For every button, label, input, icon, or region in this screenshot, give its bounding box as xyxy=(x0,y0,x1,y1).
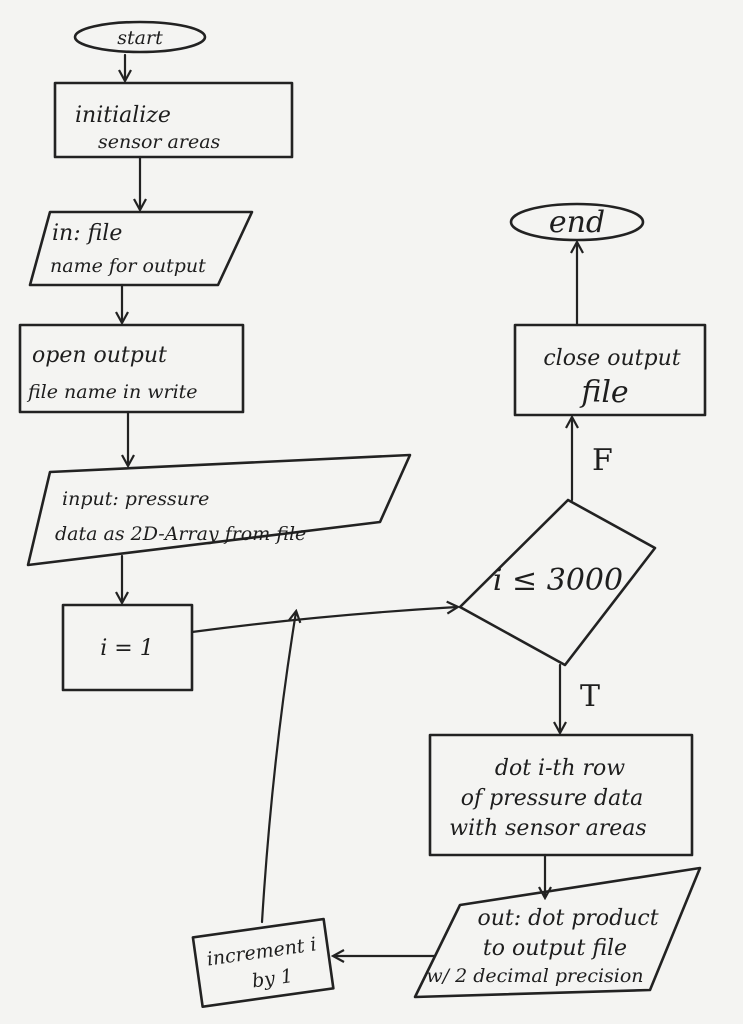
dot-line-1: dot i-th row xyxy=(495,756,625,781)
increment-line-1: increment i xyxy=(205,933,318,970)
open-file-line-2: file name in write xyxy=(26,381,198,403)
init-line-1: initialize xyxy=(75,103,171,128)
init-i-process: i = 1 xyxy=(61,603,194,692)
end-terminal: end xyxy=(509,202,645,242)
increment-process: increment i by 1 xyxy=(191,917,335,1008)
dot-product-process: dot i-th row of pressure data with senso… xyxy=(428,733,694,857)
increment-line-2: by 1 xyxy=(251,965,295,992)
input-filename-line-1: in: file xyxy=(52,221,122,246)
dot-line-3: with sensor areas xyxy=(449,816,646,841)
init-i-label: i = 1 xyxy=(100,636,153,661)
end-label: end xyxy=(549,205,605,240)
output-line-1: out: dot product xyxy=(477,906,658,931)
input-pressure-line-1: input: pressure xyxy=(62,488,209,510)
start-label: start xyxy=(117,27,163,49)
condition-label: i ≤ 3000 xyxy=(493,563,623,598)
arrow-init-i-to-condition xyxy=(190,607,457,634)
output-io: out: dot product to output file w/ 2 dec… xyxy=(413,866,702,999)
input-filename-io: in: file name for output xyxy=(28,210,254,287)
output-line-2: to output file xyxy=(483,936,627,961)
close-file-process: close output file xyxy=(513,323,707,417)
input-pressure-line-2: data as 2D-Array from file xyxy=(55,523,306,545)
condition-decision: i ≤ 3000 xyxy=(458,498,657,667)
open-file-process: open output file name in write xyxy=(18,323,245,414)
dot-line-2: of pressure data xyxy=(461,786,643,811)
init-line-2: sensor areas xyxy=(98,131,221,153)
start-terminal: start xyxy=(73,20,207,54)
close-file-line-1: close output xyxy=(543,346,680,371)
false-label: F xyxy=(592,443,613,478)
arrow-increment-loop xyxy=(260,612,296,924)
output-line-3: w/ 2 decimal precision xyxy=(426,965,643,987)
true-label: T xyxy=(580,679,600,714)
input-pressure-io: input: pressure data as 2D-Array from fi… xyxy=(26,453,412,567)
close-file-line-2: file xyxy=(579,375,628,410)
input-filename-line-2: name for output xyxy=(50,255,206,277)
initialize-process: initialize sensor areas xyxy=(53,81,294,159)
open-file-line-1: open output xyxy=(32,343,167,368)
